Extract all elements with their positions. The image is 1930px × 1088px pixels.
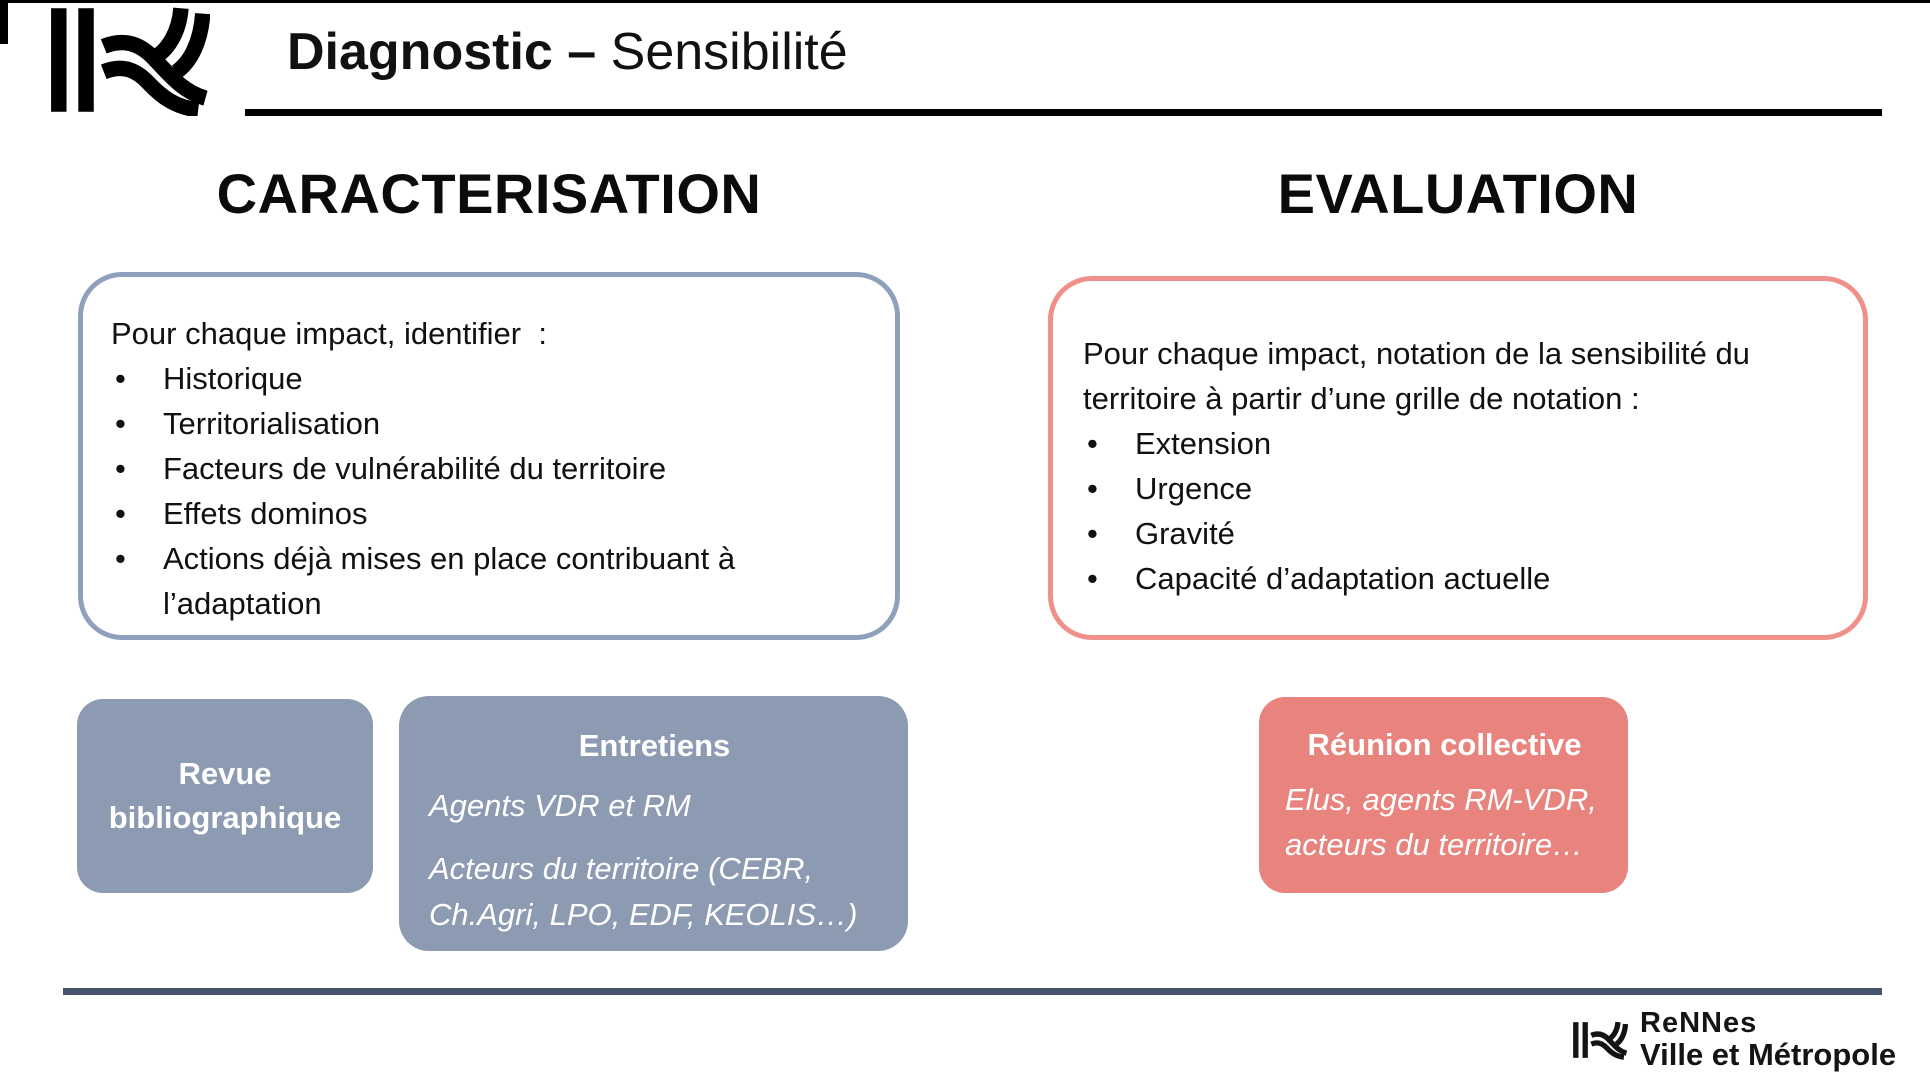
reunion-collective-box: Réunion collective Elus, agents RM-VDR, … <box>1259 697 1628 893</box>
evaluation-bullet: Capacité d’adaptation actuelle <box>1083 556 1827 601</box>
caracterisation-bullet: Actions déjà mises en place contribuant … <box>111 536 869 626</box>
revue-bibliographique-title: Revue bibliographique <box>108 756 342 835</box>
heading-caracterisation: CARACTERISATION <box>216 162 762 225</box>
entretiens-box: Entretiens Agents VDR et RM Acteurs du t… <box>399 696 908 951</box>
top-edge-line <box>0 0 1930 3</box>
caracterisation-content-box: Pour chaque impact, identifier : Histori… <box>78 272 900 640</box>
caracterisation-bullet: Facteurs de vulnérabilité du territoire <box>111 446 869 491</box>
page-title-bold: Diagnostic – <box>287 23 611 81</box>
footer-logo-rennes: ReNNes <box>1640 1007 1758 1039</box>
evaluation-bullet-list: Extension Urgence Gravité Capacité d’ada… <box>1083 421 1827 601</box>
reunion-collective-title: Réunion collective <box>1307 727 1582 762</box>
entretiens-line-2: Acteurs du territoire (CEBR, Ch.Agri, LP… <box>429 851 858 932</box>
rennes-r-logo <box>51 7 210 116</box>
caracterisation-intro: Pour chaque impact, identifier : <box>111 316 547 351</box>
reunion-collective-line-1: Elus, agents RM-VDR, acteurs du territoi… <box>1285 782 1597 862</box>
evaluation-content-box: Pour chaque impact, notation de la sensi… <box>1048 276 1868 640</box>
evaluation-bullet: Gravité <box>1083 511 1827 556</box>
rennes-ville-et-metropole-logo: ReNNes Ville et Métropole <box>1570 1008 1896 1071</box>
entretiens-line-1: Agents VDR et RM <box>429 788 691 823</box>
entretiens-title: Entretiens <box>578 728 731 763</box>
top-left-corner-notch <box>0 0 8 44</box>
evaluation-intro: Pour chaque impact, notation de la sensi… <box>1083 336 1759 416</box>
caracterisation-bullet: Effets dominos <box>111 491 869 536</box>
footer-logo-ville-et-metropole: Ville et Métropole <box>1640 1037 1897 1072</box>
evaluation-bullet: Extension <box>1083 421 1827 466</box>
heading-evaluation: EVALUATION <box>1277 162 1639 225</box>
page-title-regular: Sensibilité <box>610 23 848 81</box>
revue-bibliographique-box: Revue bibliographique <box>77 699 373 893</box>
caracterisation-bullet-list: Historique Territorialisation Facteurs d… <box>111 356 869 626</box>
page-title: Diagnostic – Sensibilité <box>287 23 848 81</box>
rennes-r-logo-small-icon <box>1573 1021 1628 1060</box>
evaluation-bullet: Urgence <box>1083 466 1827 511</box>
caracterisation-bullet: Historique <box>111 356 869 401</box>
title-underline <box>245 109 1882 116</box>
footer-divider <box>63 988 1882 995</box>
footer-logo-text: ReNNes Ville et Métropole <box>1640 1008 1896 1071</box>
caracterisation-bullet: Territorialisation <box>111 401 869 446</box>
